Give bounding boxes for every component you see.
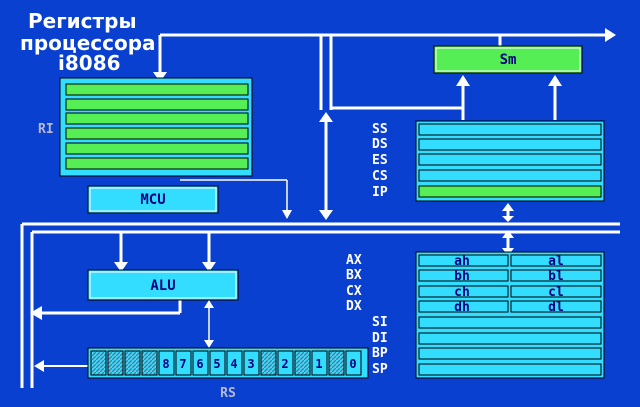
flag-bit-7: 7: [179, 357, 186, 371]
title-line-1: Регистры: [28, 9, 137, 33]
reg-label-bx: BX: [346, 268, 362, 283]
arrow-heads: [30, 28, 616, 372]
flag-bit-0: 0: [349, 357, 356, 371]
mcu-block: [87, 185, 219, 214]
reg-label-cx: CX: [346, 284, 362, 299]
flag-bit-1: 1: [315, 357, 322, 371]
reg-label-ax: AX: [346, 253, 362, 268]
alu-label: ALU: [150, 278, 175, 294]
reg-label-si: SI: [372, 315, 388, 330]
rs-label: RS: [220, 386, 236, 401]
reg-label-ip: IP: [372, 185, 388, 200]
ri-label: RI: [38, 122, 54, 137]
cell-al: al: [548, 254, 564, 269]
sm-adder: [433, 45, 583, 74]
reg-label-cs: CS: [372, 169, 388, 184]
flag-bit-6: 6: [196, 357, 203, 371]
flag-bit-3: 3: [247, 357, 254, 371]
ri-queue: [59, 77, 253, 177]
cell-ch: ch: [454, 285, 470, 300]
cell-bl: bl: [548, 269, 564, 284]
title-line-3: i8086: [58, 51, 121, 75]
flag-bit-4: 4: [230, 357, 237, 371]
general-registers: [415, 251, 605, 379]
cell-bh: bh: [454, 269, 470, 284]
flag-bit-5: 5: [213, 357, 220, 371]
reg-label-bp: BP: [372, 346, 388, 361]
reg-label-ds: DS: [372, 137, 388, 152]
cell-dh: dh: [454, 300, 470, 315]
segment-registers: [415, 120, 605, 202]
cell-dl: dl: [548, 300, 564, 315]
cell-cl: cl: [548, 285, 564, 300]
reg-label-sp: SP: [372, 362, 388, 377]
flag-bit-2: 2: [281, 357, 288, 371]
sm-label: Sm: [500, 52, 517, 68]
reg-label-es: ES: [372, 153, 388, 168]
alu-block: [87, 269, 239, 301]
reg-label-ss: SS: [372, 122, 388, 137]
mcu-label: MCU: [140, 192, 165, 208]
flag-bit-8: 8: [162, 357, 169, 371]
bidirectional-arrows: [119, 84, 557, 348]
title-line-2: процессора: [20, 31, 156, 55]
reg-label-dx: DX: [346, 299, 362, 314]
flags-register: [87, 347, 369, 379]
cell-ah: ah: [454, 254, 470, 269]
reg-label-di: DI: [372, 331, 388, 346]
